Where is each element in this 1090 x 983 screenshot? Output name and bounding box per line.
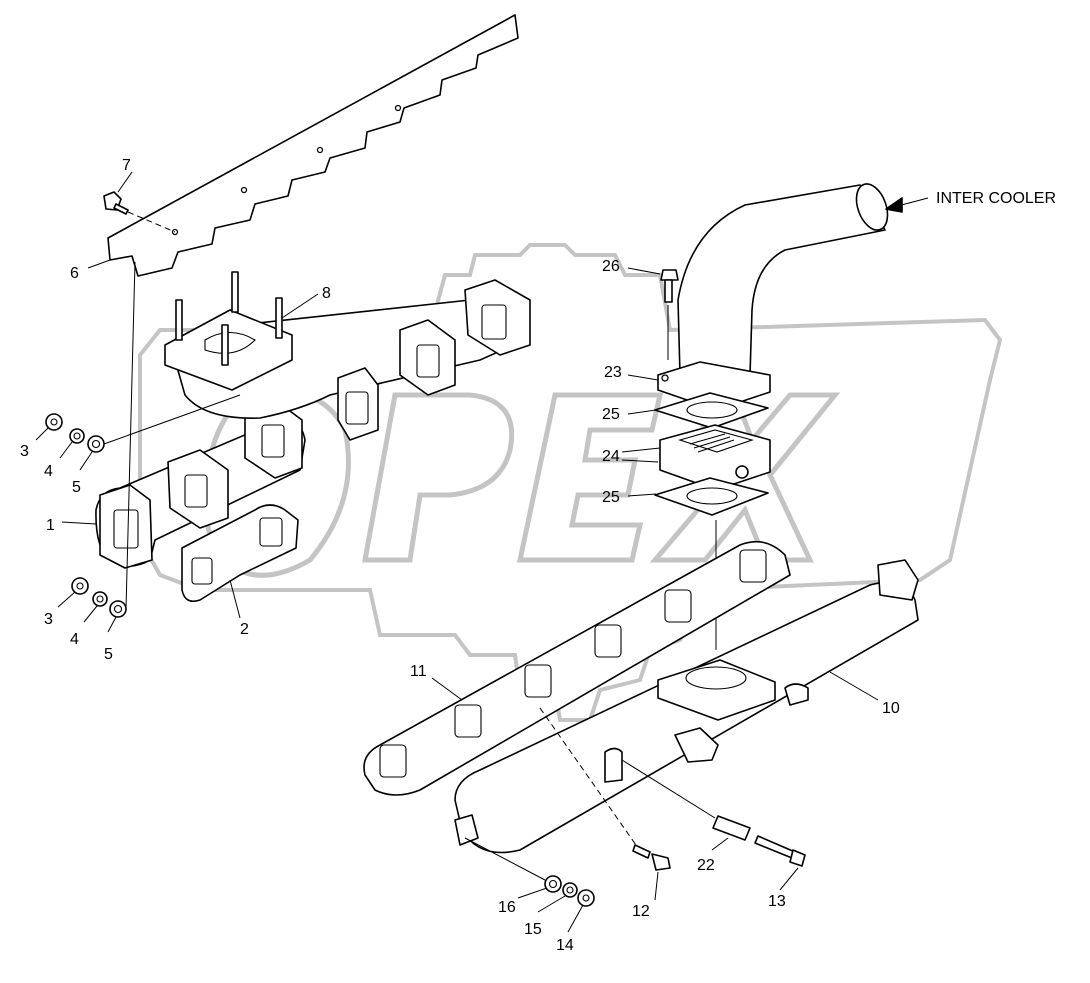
callout-leaders <box>35 171 879 933</box>
intake-manifold-gasket <box>363 540 791 796</box>
callout-23: 23 <box>604 364 622 381</box>
callout-22: 22 <box>697 857 715 874</box>
heat-shield-plate <box>107 14 519 277</box>
intake-heater <box>659 424 771 491</box>
gasket-25-upper <box>654 392 769 429</box>
intake-pipe <box>677 183 889 376</box>
callout-24: 24 <box>602 448 620 465</box>
nut-3-top <box>45 413 63 431</box>
callout-3-bottom: 3 <box>44 611 53 628</box>
nut-3-bottom <box>71 577 89 595</box>
washer-16 <box>544 875 562 893</box>
callout-25-upper: 25 <box>602 406 620 423</box>
lock-washer-4-bottom <box>92 591 108 607</box>
callout-6: 6 <box>70 265 79 282</box>
callout-10: 10 <box>882 700 900 717</box>
bolt-26 <box>660 269 679 303</box>
arrow-head-icon <box>885 197 903 213</box>
lock-washer-4-top <box>69 428 85 444</box>
lock-washer-15 <box>562 882 578 898</box>
turbo-flange <box>164 271 293 391</box>
callout-15: 15 <box>524 921 542 938</box>
inter-cooler-label: INTER COOLER <box>936 190 1056 207</box>
callout-14: 14 <box>556 937 574 954</box>
callout-2: 2 <box>240 621 249 638</box>
exhaust-manifold-front <box>95 399 306 569</box>
washer-5-top <box>87 435 105 453</box>
callout-5-bottom: 5 <box>104 646 113 663</box>
callout-16: 16 <box>498 899 516 916</box>
callout-3-top: 3 <box>20 443 29 460</box>
washer-5-bottom <box>109 600 127 618</box>
dowel-22 <box>712 815 751 841</box>
callout-11: 11 <box>410 663 427 680</box>
bolt-12 <box>632 844 671 871</box>
callout-26: 26 <box>602 258 620 275</box>
callout-5-top: 5 <box>72 479 81 496</box>
gasket-25-lower <box>654 477 769 516</box>
callout-13: 13 <box>768 893 786 910</box>
callout-1: 1 <box>46 517 55 534</box>
bolt-7 <box>103 191 129 215</box>
callout-12: 12 <box>632 903 650 920</box>
callout-7: 7 <box>122 157 131 174</box>
callout-4-bottom: 4 <box>70 631 79 648</box>
nut-14 <box>577 889 595 907</box>
intake-manifold <box>454 559 919 854</box>
callout-25-lower: 25 <box>602 489 620 506</box>
callout-8: 8 <box>322 285 331 302</box>
bolt-13 <box>754 835 806 867</box>
manifold-gasket <box>181 504 299 603</box>
callout-4-top: 4 <box>44 463 53 480</box>
